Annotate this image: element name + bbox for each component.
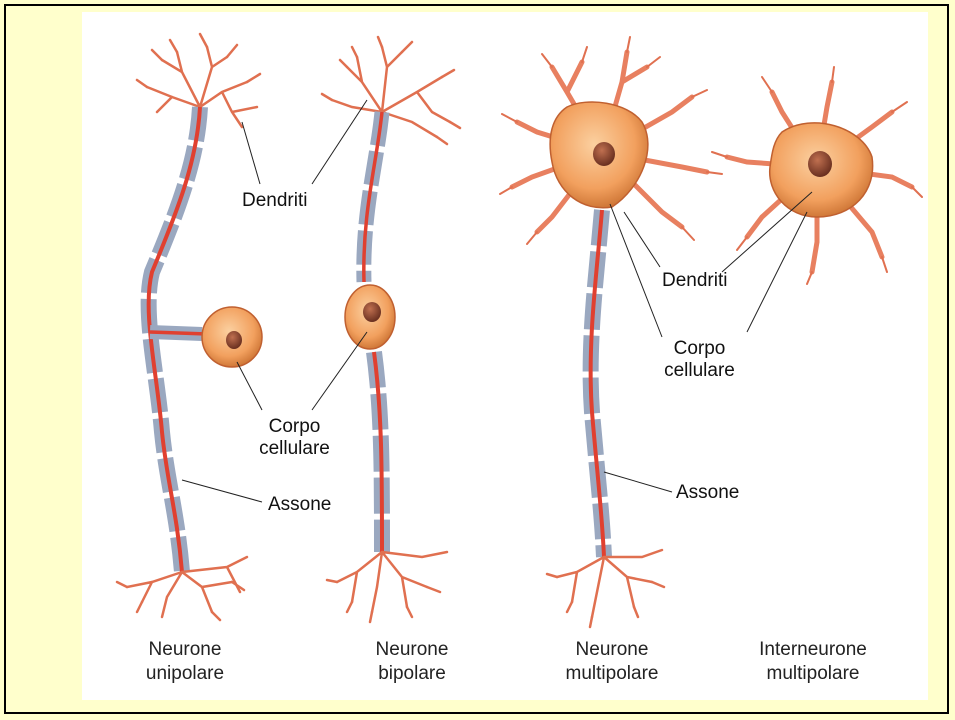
label-dendriti-unipolar: Dendriti xyxy=(242,190,307,212)
label-corpo-line1: Corpo xyxy=(247,416,342,438)
bipolar-nucleus xyxy=(363,302,381,322)
multipolar-nucleus xyxy=(593,142,615,166)
caption-line2: multipolare xyxy=(527,662,697,686)
bipolar-neuron xyxy=(322,37,460,622)
caption-line2: bipolare xyxy=(327,662,497,686)
slide-frame: Dendriti Corpo cellulare Assone Dendriti… xyxy=(4,4,949,714)
caption-neurone-unipolare: Neurone unipolare xyxy=(100,638,270,686)
caption-line1: Neurone xyxy=(100,638,270,662)
caption-interneurone-multipolare: Interneurone multipolare xyxy=(728,638,898,686)
caption-line2: unipolare xyxy=(100,662,270,686)
diagram-panel: Dendriti Corpo cellulare Assone Dendriti… xyxy=(82,12,928,700)
label-corpo-line1: Corpo xyxy=(652,338,747,360)
caption-line2: multipolare xyxy=(728,662,898,686)
label-corpo-line2: cellulare xyxy=(652,360,747,382)
caption-line1: Neurone xyxy=(527,638,697,662)
unipolar-nucleus xyxy=(226,331,242,349)
multipolar-neuron xyxy=(500,37,722,627)
label-corpo-line2: cellulare xyxy=(247,438,342,460)
caption-line1: Interneurone xyxy=(728,638,898,662)
label-dendriti-multipolar: Dendriti xyxy=(662,270,727,292)
interneuron-multipolar xyxy=(712,67,922,284)
caption-line1: Neurone xyxy=(327,638,497,662)
label-corpo-cellulare-unipolar: Corpo cellulare xyxy=(247,416,342,460)
label-corpo-cellulare-multipolar: Corpo cellulare xyxy=(652,338,747,382)
interneuron-nucleus xyxy=(808,151,832,177)
caption-neurone-multipolare: Neurone multipolare xyxy=(527,638,697,686)
label-assone-multipolar: Assone xyxy=(676,482,739,504)
label-assone-unipolar: Assone xyxy=(268,494,331,516)
neuron-types-illustration xyxy=(82,12,928,700)
caption-neurone-bipolare: Neurone bipolare xyxy=(327,638,497,686)
unipolar-neuron xyxy=(117,34,262,620)
